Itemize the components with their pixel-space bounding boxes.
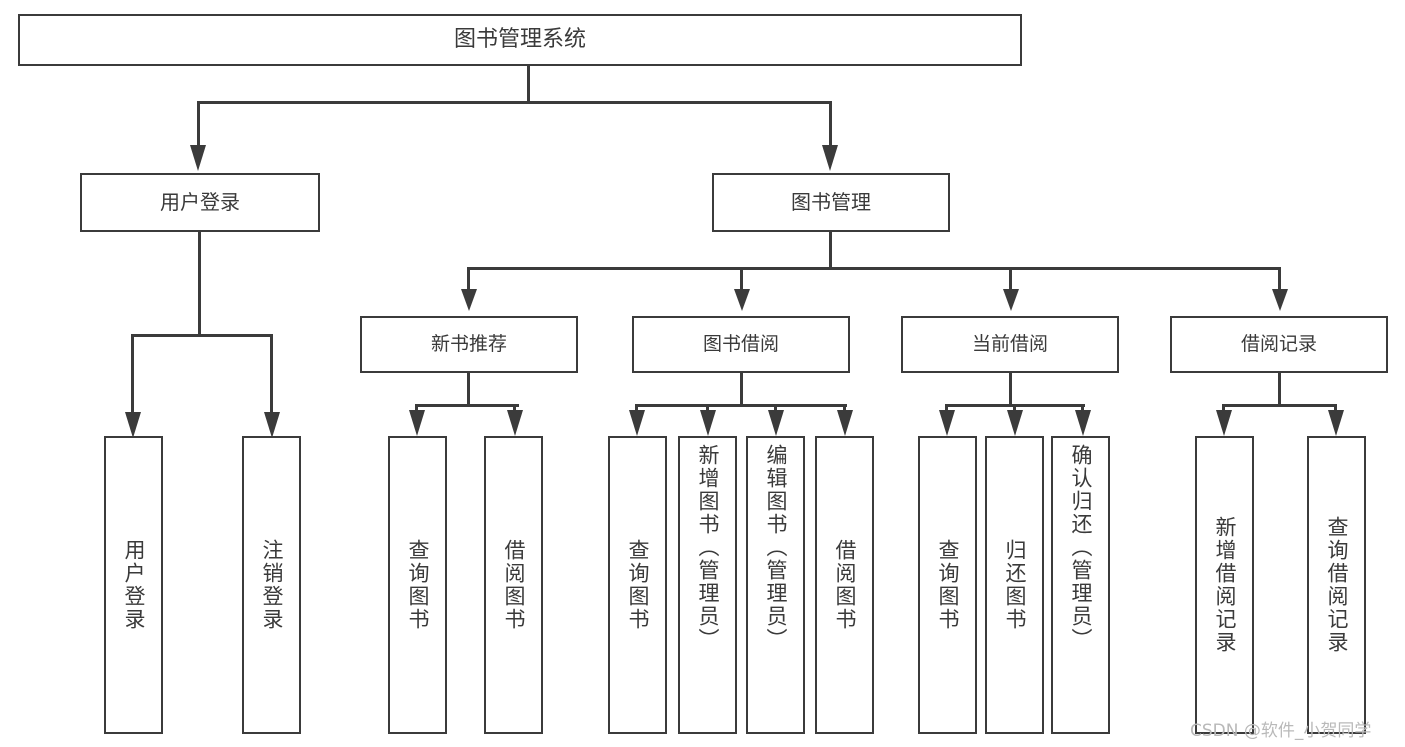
connector-user-login-child-1 [131,334,134,414]
connector-user-login-child-2 [270,334,273,414]
leaf-user-login-login[interactable]: 用户登录 [104,436,163,734]
connector-new-book-child-1 [415,404,418,412]
connector-root-to-user-login [197,101,200,145]
connector-bm-to-current-borrow [1009,267,1012,289]
connector-root-bar [197,101,831,104]
connector-user-login-stem [198,232,201,335]
node-label: 图书管理 [791,190,871,214]
connector-current-borrow-child-1 [945,404,948,412]
arrow-bm-to-new-book [461,289,477,311]
leaf-borrow-record-add[interactable]: 新增借阅记录 [1195,436,1254,734]
connector-borrow-record-child-1 [1222,404,1225,412]
leaf-label: 编辑图书（管理员） [764,444,788,651]
arrow-book-borrow-child-2 [700,410,716,436]
connector-borrow-record-bar [1222,404,1337,407]
arrow-book-borrow-child-1 [629,410,645,436]
node-current-borrow[interactable]: 当前借阅 [901,316,1119,373]
node-book-borrow[interactable]: 图书借阅 [632,316,850,373]
connector-current-borrow-stem [1009,373,1012,405]
leaf-label: 新增图书（管理员） [696,444,720,651]
leaf-book-borrow-borrow[interactable]: 借阅图书 [815,436,874,734]
connector-book-management-stem [829,232,832,270]
leaf-label: 查询图书 [936,539,960,631]
leaf-new-book-query[interactable]: 查询图书 [388,436,447,734]
leaf-label: 借阅图书 [502,539,526,631]
connector-new-book-bar [415,404,519,407]
connector-bm-to-new-book [467,267,470,289]
connector-book-borrow-child-2 [706,404,709,412]
connector-root-stem [527,66,530,102]
leaf-book-borrow-edit-admin[interactable]: 编辑图书（管理员） [746,436,805,734]
connector-current-borrow-child-3 [1081,404,1084,412]
arrow-user-login-child-2 [264,412,280,438]
leaf-current-borrow-query[interactable]: 查询图书 [918,436,977,734]
connector-current-borrow-child-2 [1013,404,1016,412]
arrow-current-borrow-child-1 [939,410,955,436]
connector-book-borrow-child-4 [843,404,846,412]
connector-book-borrow-stem [740,373,743,405]
arrow-root-to-user-login [190,145,206,171]
node-book-management[interactable]: 图书管理 [712,173,950,232]
leaf-user-login-logout[interactable]: 注销登录 [242,436,301,734]
connector-user-login-bar [131,334,272,337]
connector-borrow-record-stem [1278,373,1281,405]
node-borrow-record[interactable]: 借阅记录 [1170,316,1388,373]
leaf-book-borrow-query[interactable]: 查询图书 [608,436,667,734]
node-label: 借阅记录 [1240,332,1317,355]
connector-new-book-stem [467,373,470,405]
connector-book-borrow-bar [635,404,847,407]
arrow-bm-to-current-borrow [1003,289,1019,311]
connector-new-book-child-2 [513,404,516,412]
arrow-current-borrow-child-2 [1007,410,1023,436]
leaf-new-book-borrow[interactable]: 借阅图书 [484,436,543,734]
node-user-login[interactable]: 用户登录 [80,173,320,232]
leaf-label: 查询图书 [626,539,650,631]
node-label: 图书管理系统 [453,27,586,53]
connector-book-management-bar [467,267,1280,270]
arrow-borrow-record-child-1 [1216,410,1232,436]
node-root-book-management-system[interactable]: 图书管理系统 [18,14,1022,66]
connector-book-borrow-child-1 [635,404,638,412]
arrow-user-login-child-1 [125,412,141,438]
leaf-current-borrow-confirm-admin[interactable]: 确认归还（管理员） [1051,436,1110,734]
node-new-book-recommend[interactable]: 新书推荐 [360,316,578,373]
arrow-borrow-record-child-2 [1328,410,1344,436]
leaf-label: 新增借阅记录 [1213,516,1237,654]
leaf-label: 查询借阅记录 [1325,516,1349,654]
node-label: 当前借阅 [971,332,1048,355]
leaf-current-borrow-return[interactable]: 归还图书 [985,436,1044,734]
leaf-label: 借阅图书 [833,539,857,631]
arrow-root-to-book-management [822,145,838,171]
arrow-current-borrow-child-3 [1075,410,1091,436]
leaf-label: 归还图书 [1003,539,1027,631]
leaf-label: 用户登录 [122,539,146,631]
leaf-label: 注销登录 [260,539,284,631]
arrow-bm-to-book-borrow [734,289,750,311]
leaf-label: 确认归还（管理员） [1069,444,1093,651]
node-label: 用户登录 [160,190,240,214]
watermark-csdn: CSDN @软件_小贺同学 [1190,721,1372,741]
connector-bm-to-borrow-record [1278,267,1281,289]
node-label: 新书推荐 [430,332,507,355]
node-label: 图书借阅 [702,332,779,355]
connector-book-borrow-child-3 [774,404,777,412]
leaf-borrow-record-query[interactable]: 查询借阅记录 [1307,436,1366,734]
connector-borrow-record-child-2 [1334,404,1337,412]
connector-bm-to-book-borrow [740,267,743,289]
connector-root-to-book-management [829,101,832,145]
arrow-new-book-child-2 [507,410,523,436]
arrow-book-borrow-child-3 [768,410,784,436]
leaf-label: 查询图书 [406,539,430,631]
arrow-new-book-child-1 [409,410,425,436]
arrow-bm-to-borrow-record [1272,289,1288,311]
arrow-book-borrow-child-4 [837,410,853,436]
leaf-book-borrow-add-admin[interactable]: 新增图书（管理员） [678,436,737,734]
